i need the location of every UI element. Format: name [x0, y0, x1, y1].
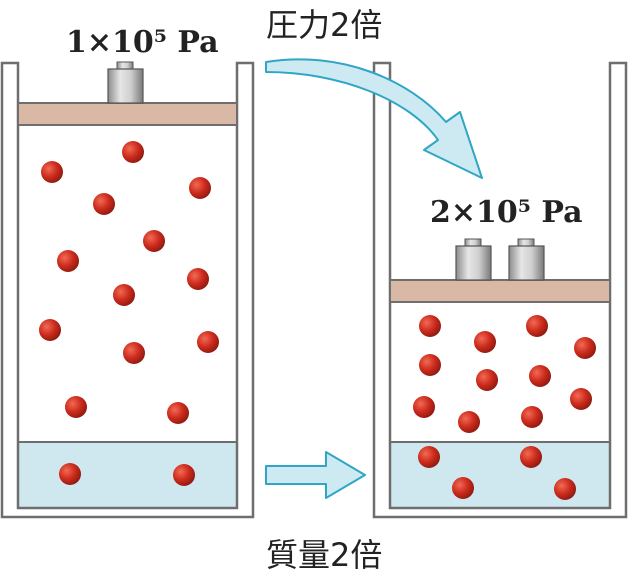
right-weight-1 [455, 238, 492, 281]
gas-particle [474, 331, 496, 353]
gas-particle [123, 342, 145, 364]
liquid-particle [173, 464, 195, 486]
right-container-wall [372, 61, 628, 519]
gas-particle [113, 284, 135, 306]
gas-particle [41, 161, 63, 183]
left-weight [107, 61, 144, 104]
right-piston [389, 279, 611, 303]
gas-particle [570, 388, 592, 410]
bottom-caption: 質量2倍 [266, 536, 382, 574]
left-gas-particles [39, 141, 219, 424]
gas-particle [93, 193, 115, 215]
gas-particle [197, 331, 219, 353]
right-pressure-label: 2×10⁵ Pa [430, 195, 583, 230]
gas-particle [476, 369, 498, 391]
gas-particle [521, 406, 543, 428]
gas-particle [39, 319, 61, 341]
top-caption: 圧力2倍 [266, 6, 382, 44]
left-pressure-label: 1×10⁵ Pa [66, 25, 219, 60]
left-piston [17, 102, 238, 126]
gas-particle [189, 177, 211, 199]
gas-particle [574, 337, 596, 359]
gas-particle [529, 365, 551, 387]
gas-particle [65, 396, 87, 418]
gas-particle [122, 141, 144, 163]
gas-particle [187, 268, 209, 290]
gas-particle [419, 315, 441, 337]
right-gas-particles [413, 315, 596, 433]
left-liquid [18, 442, 237, 508]
right-weight-2 [508, 238, 545, 281]
gas-particle [413, 396, 435, 418]
left-liquid-particles [59, 463, 195, 486]
liquid-particle [59, 463, 81, 485]
liquid-particle [520, 446, 542, 468]
left-container-wall [0, 61, 255, 519]
liquid-particle [418, 446, 440, 468]
gas-particle [526, 315, 548, 337]
right-liquid-particles [418, 446, 576, 500]
gas-particle [143, 230, 165, 252]
gas-particle [167, 402, 189, 424]
liquid-particle [452, 477, 474, 499]
left-container [0, 61, 255, 519]
right-container [372, 61, 628, 519]
gas-particle [419, 354, 441, 376]
liquid-particle [554, 478, 576, 500]
gas-particle [57, 250, 79, 272]
pressure-arrow [265, 58, 483, 179]
gas-particle [458, 411, 480, 433]
mass-arrow [265, 451, 366, 499]
